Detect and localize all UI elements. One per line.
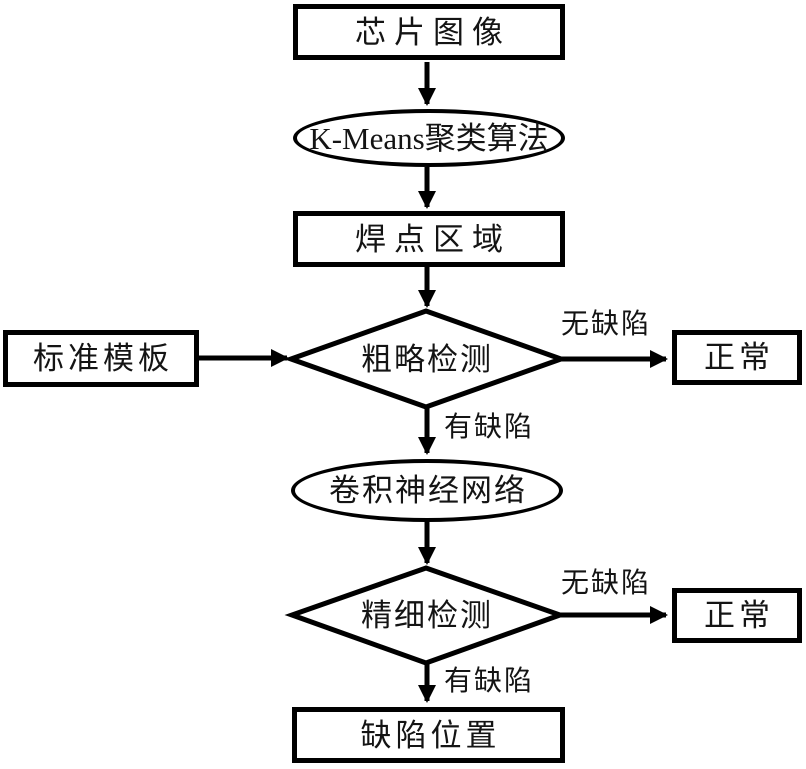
normal-node-1: 正常 [672,330,802,385]
kmeans-node: K-Means聚类算法 [293,109,565,167]
edge-label-no-defect-1: 无缺陷 [560,309,651,340]
normal-node-2: 正常 [672,588,802,643]
normal-label-1: 正常 [704,340,774,375]
fine-detection-label: 精细检测 [326,598,526,632]
defect-location-label: 缺陷位置 [360,717,501,753]
cnn-node: 卷积神经网络 [291,459,563,522]
edge-label-has-defect-1: 有缺陷 [443,412,534,443]
solder-region-node: 焊点区域 [293,211,565,267]
edge-label-has-defect-2: 有缺陷 [443,666,534,697]
solder-region-label: 焊点区域 [355,221,511,257]
rough-detection-label: 粗略检测 [326,342,526,376]
normal-label-2: 正常 [704,598,774,633]
edge-label-no-defect-2: 无缺陷 [560,568,651,599]
chip-image-label: 芯片图像 [355,14,511,50]
kmeans-label: K-Means聚类算法 [309,120,549,156]
rough-detection-text: 粗略检测 [361,341,493,377]
standard-template-node: 标准模板 [3,330,199,387]
defect-location-node: 缺陷位置 [292,707,565,763]
cnn-label: 卷积神经网络 [329,473,527,508]
chip-image-node: 芯片图像 [293,4,565,60]
fine-detection-text: 精细检测 [361,597,493,633]
standard-template-label: 标准模板 [33,341,173,376]
